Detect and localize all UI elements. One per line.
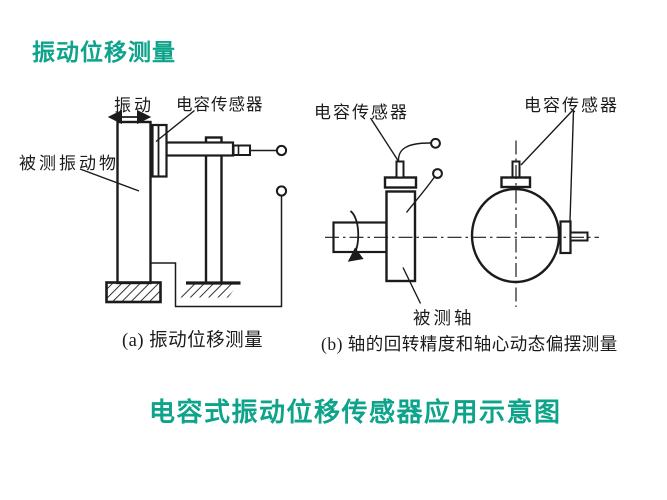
support-post: [204, 136, 223, 285]
diagram-b-end: [470, 110, 589, 284]
footer-title: 电容式振动位移传感器应用示意图: [149, 397, 562, 427]
measured-shaft-block: [385, 190, 417, 283]
terminal-circle-b1: [430, 137, 441, 149]
leader-sensor-b-side: [369, 117, 399, 161]
terminal-circle-top: [275, 144, 288, 157]
rod-end-fitting: [232, 144, 251, 156]
shaft-label-b: 被测轴: [413, 308, 475, 328]
sensor-rod: [165, 141, 235, 157]
terminal-wire-bottom: [151, 196, 283, 308]
sensor-label-b-side: 电容传感器: [314, 103, 409, 122]
page-title: 振动位移测量: [32, 39, 176, 65]
sensor-stem-right: [569, 231, 589, 242]
sensor-head-side: [383, 176, 418, 189]
caption-b: (b) 轴的回转精度和轴心动态偏摆测量: [321, 334, 618, 354]
leader-sensor-a: [155, 109, 195, 143]
leader-sensor-right: [569, 110, 575, 222]
ground-block-left: [105, 281, 162, 304]
vibration-label: 振动: [114, 96, 154, 115]
diagram-b-side: [332, 117, 443, 304]
sensor-stem-side: [395, 160, 405, 179]
capacitor-plates: [151, 123, 168, 178]
leader-object-a: [79, 168, 140, 192]
leader-shaft-label: [402, 267, 422, 304]
sensor-label-a: 电容传感器: [176, 95, 264, 114]
diagram-a: [79, 109, 288, 308]
terminal-circle-bottom: [275, 185, 288, 197]
terminal-circle-b2: [432, 168, 443, 179]
sensor-label-b-end: 电容传感器: [524, 96, 619, 115]
wire-to-terminal-2: [405, 176, 436, 213]
ground-hatch-right: [180, 284, 238, 298]
wire-to-terminal-1: [397, 142, 431, 162]
vibrating-object-bar: [116, 120, 152, 285]
caption-a: (a) 振动位移测量: [122, 331, 264, 351]
leader-sensor-top: [520, 110, 574, 166]
rotation-arrow-icon: [347, 210, 364, 262]
object-label-a: 被测振动物: [19, 154, 119, 173]
